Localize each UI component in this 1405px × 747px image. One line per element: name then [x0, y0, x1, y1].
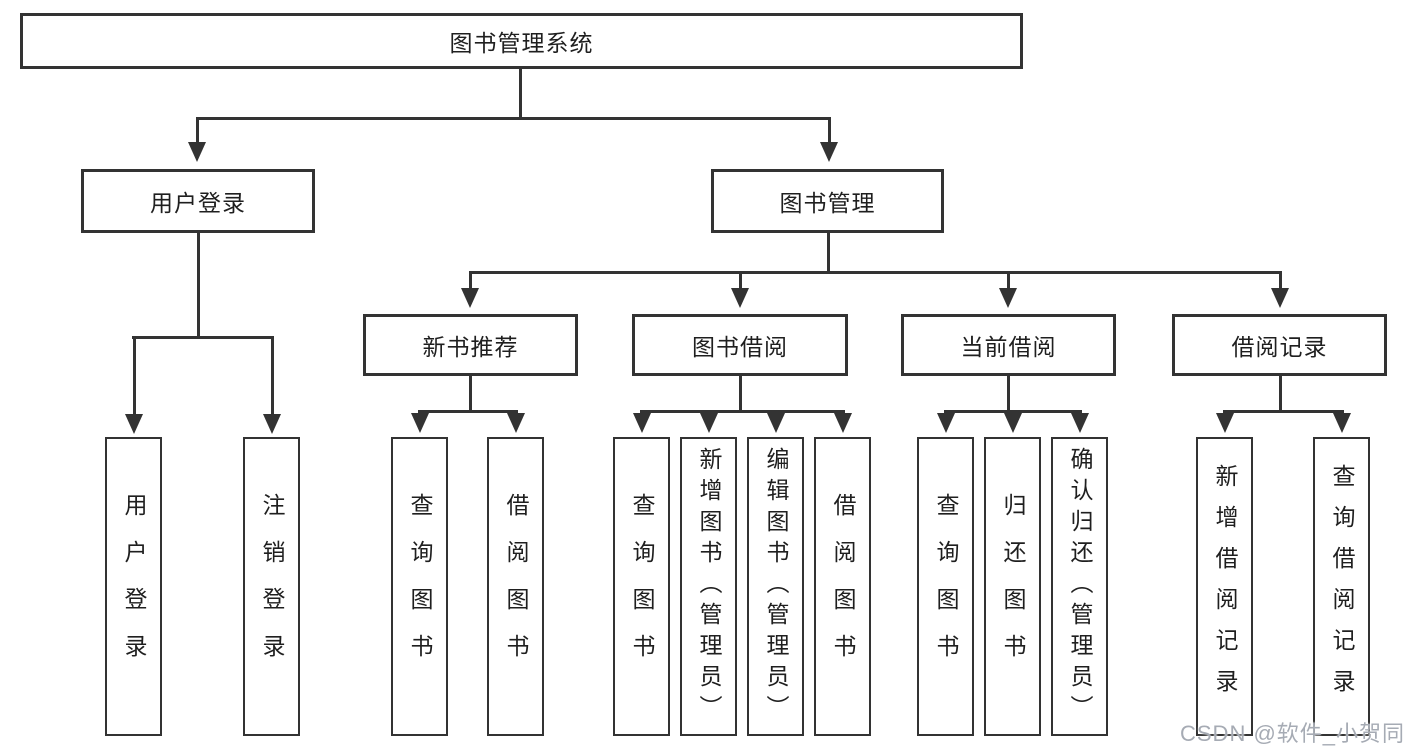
arrow-down-icon [937, 413, 955, 433]
connector-book-borrow-drop [739, 273, 742, 290]
connector-book-borrow-stem [739, 376, 742, 413]
arrow-down-icon [1333, 413, 1351, 433]
arrow-down-icon [125, 414, 143, 434]
connector-new-books-stem [469, 376, 472, 413]
node-leaf-newbook-borrow: 借阅图书 [487, 437, 544, 736]
arrow-down-icon [461, 288, 479, 308]
connector-user-login-drop [196, 119, 199, 144]
connector-current-borrow-drop [1007, 273, 1010, 290]
connector-new-books-drop [469, 273, 472, 290]
leaf-label: 借阅图书 [503, 492, 529, 681]
node-leaf-borrow-edit: 编辑图书（管理员） [747, 437, 804, 736]
node-leaf-record-query: 查询借阅记录 [1313, 437, 1370, 736]
connector-root-stem [519, 69, 522, 120]
node-book-borrow: 图书借阅 [632, 314, 848, 376]
connector-level3-rail [469, 271, 1282, 274]
connector-book-borrow-rail [640, 410, 845, 413]
leaf-label: 归还图书 [1000, 492, 1026, 681]
arrow-down-icon [1004, 413, 1022, 433]
node-leaf-borrow-query: 查询图书 [613, 437, 670, 736]
arrow-down-icon [999, 288, 1017, 308]
leaf-label: 编辑图书（管理员） [763, 447, 789, 726]
arrow-down-icon [263, 414, 281, 434]
arrow-down-icon [1216, 413, 1234, 433]
node-user-login: 用户登录 [81, 169, 315, 233]
leaf-label: 新增借阅记录 [1212, 463, 1238, 710]
connector-logout-drop [271, 338, 274, 414]
arrow-down-icon [820, 142, 838, 162]
connector-book-mgmt-drop [828, 119, 831, 144]
arrow-down-icon [1071, 413, 1089, 433]
leaf-label: 用户登录 [121, 492, 147, 681]
leaf-label: 查询图书 [629, 492, 655, 681]
node-leaf-newbook-query: 查询图书 [391, 437, 448, 736]
arrow-down-icon [1271, 288, 1289, 308]
arrow-down-icon [507, 413, 525, 433]
connector-user-login-stem [197, 233, 200, 339]
node-root: 图书管理系统 [20, 13, 1023, 69]
connector-borrow-records-drop [1279, 273, 1282, 290]
arrow-down-icon [411, 413, 429, 433]
csdn-watermark: CSDN @软件_小贺同学 [1180, 721, 1405, 746]
arrow-down-icon [633, 413, 651, 433]
node-leaf-borrow-add: 新增图书（管理员） [680, 437, 737, 736]
leaf-label: 借阅图书 [830, 492, 856, 681]
node-borrow-records: 借阅记录 [1172, 314, 1387, 376]
node-leaf-borrow-do: 借阅图书 [814, 437, 871, 736]
connector-current-borrow-rail [944, 410, 1082, 413]
node-leaf-current-return: 归还图书 [984, 437, 1041, 736]
node-leaf-user-logout: 注销登录 [243, 437, 300, 736]
arrow-down-icon [700, 413, 718, 433]
connector-login-drop [133, 338, 136, 414]
connector-new-books-rail [418, 410, 518, 413]
arrow-down-icon [188, 142, 206, 162]
node-book-mgmt: 图书管理 [711, 169, 944, 233]
arrow-down-icon [834, 413, 852, 433]
connector-current-borrow-stem [1007, 376, 1010, 413]
node-leaf-record-add: 新增借阅记录 [1196, 437, 1253, 736]
node-leaf-current-query: 查询图书 [917, 437, 974, 736]
connector-borrow-records-stem [1279, 376, 1282, 413]
connector-login-rail [132, 336, 274, 339]
connector-borrow-records-rail [1223, 410, 1344, 413]
arrow-down-icon [731, 288, 749, 308]
node-current-borrow: 当前借阅 [901, 314, 1116, 376]
leaf-label: 注销登录 [259, 492, 285, 681]
leaf-label: 新增图书（管理员） [696, 447, 722, 726]
leaf-label: 确认归还（管理员） [1067, 447, 1093, 726]
arrow-down-icon [767, 413, 785, 433]
connector-book-mgmt-stem [827, 233, 830, 274]
connector-level2-rail [196, 117, 831, 120]
leaf-label: 查询图书 [407, 492, 433, 681]
node-leaf-user-login: 用户登录 [105, 437, 162, 736]
leaf-label: 查询图书 [933, 492, 959, 681]
node-leaf-current-confirm: 确认归还（管理员） [1051, 437, 1108, 736]
node-new-books: 新书推荐 [363, 314, 578, 376]
leaf-label: 查询借阅记录 [1329, 463, 1355, 710]
